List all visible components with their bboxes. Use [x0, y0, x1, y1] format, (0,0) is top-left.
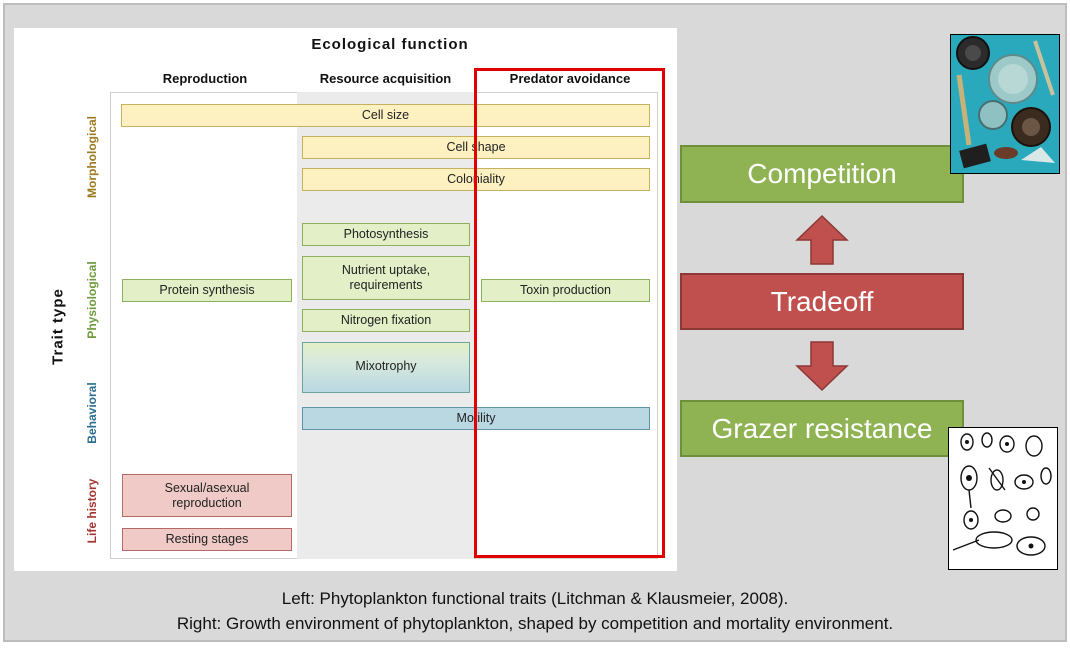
predator-avoidance-highlight	[474, 68, 665, 558]
figure-title: Ecological function	[311, 36, 469, 53]
grazer-resistance-label: Grazer resistance	[711, 412, 933, 444]
competition-label: Competition	[747, 158, 897, 189]
trait-resting-stages: Resting stages	[122, 528, 292, 551]
trait-nitrogen-fixation: Nitrogen fixation	[302, 309, 470, 332]
trait-mixotrophy: Mixotrophy	[302, 342, 470, 393]
trait-nutrient-uptake: Nutrient uptake, requirements	[302, 256, 470, 300]
tradeoff-label: Tradeoff	[770, 285, 874, 317]
row-label-physiological: Physiological	[85, 261, 99, 339]
trait-cell-size: Cell size	[121, 104, 650, 127]
trait-sexual-asexual-reproduction: Sexual/asexual reproduction	[122, 474, 292, 517]
column-header-predator-avoidance: Predator avoidance	[509, 71, 631, 86]
diatom-micrograph-image	[950, 34, 1060, 174]
trait-photosynthesis: Photosynthesis	[302, 223, 470, 246]
tradeoff-box: Tradeoff	[680, 273, 964, 330]
trait-type-axis-label: Trait type	[49, 288, 67, 365]
row-label-behavioral: Behavioral	[85, 382, 99, 444]
zooplankton-sketch-image	[948, 427, 1058, 570]
caption-line-1: Left: Phytoplankton functional traits (L…	[281, 589, 789, 608]
column-header-resource-acquisition: Resource acquisition	[319, 71, 452, 86]
up-arrow-icon	[795, 214, 849, 265]
caption-line-2: Right: Growth environment of phytoplankt…	[176, 614, 894, 633]
caption: Left: Phytoplankton functional traits (L…	[0, 586, 1070, 636]
competition-box: Competition	[680, 145, 964, 203]
row-label-life-history: Life history	[85, 478, 99, 544]
row-label-morphological: Morphological	[85, 116, 99, 198]
grazer-resistance-box: Grazer resistance	[680, 400, 964, 457]
down-arrow-icon	[795, 341, 849, 392]
column-header-reproduction: Reproduction	[162, 71, 248, 86]
trait-toxin-production: Toxin production	[481, 279, 650, 302]
trait-protein-synthesis: Protein synthesis	[122, 279, 292, 302]
